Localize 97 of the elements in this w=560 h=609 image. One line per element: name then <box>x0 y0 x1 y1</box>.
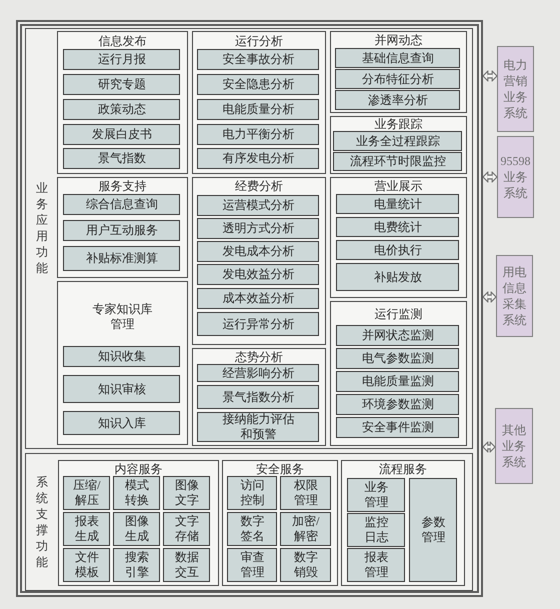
module-panel <box>58 460 219 586</box>
module-panel <box>330 30 467 113</box>
module-title: 态势分析 <box>234 350 283 365</box>
function-box: 知识审核 <box>63 375 180 404</box>
function-box: 用户互动服务 <box>63 220 180 242</box>
function-box: 发电成本分析 <box>197 241 320 262</box>
function-box: 政策动态 <box>63 99 180 120</box>
function-box: 安全隐患分析 <box>197 74 320 96</box>
module-title: 经费分析 <box>234 178 283 194</box>
external-system-box: 95598业务系统 <box>497 136 534 218</box>
module-title: 运行分析 <box>234 34 283 49</box>
module-title: 安全服务 <box>256 462 304 477</box>
function-box: 监控日志 <box>347 513 406 548</box>
module-title: 并网动态 <box>374 32 422 48</box>
function-box: 安全事件监测 <box>336 417 460 438</box>
function-box: 透明方式分析 <box>197 218 320 240</box>
function-box: 数字签名 <box>227 512 278 546</box>
function-box: 图像文字 <box>163 476 210 510</box>
function-box: 研究专题 <box>63 74 180 96</box>
module-panel <box>192 176 326 345</box>
module-title: 信息发布 <box>98 34 146 49</box>
function-box: 环境参数监测 <box>336 394 460 416</box>
section-label: 业务应用功能 <box>35 180 49 276</box>
function-box: 数字销毁 <box>280 548 332 582</box>
module-title: 专家知识库管理 <box>91 302 154 332</box>
function-box: 报表生成 <box>63 512 110 546</box>
function-box: 访问控制 <box>227 476 278 510</box>
function-box: 业务管理 <box>347 478 406 512</box>
module-panel <box>56 280 188 445</box>
module-title: 服务支持 <box>98 178 146 194</box>
module-panel <box>192 348 326 446</box>
function-box: 并网状态监测 <box>336 325 460 346</box>
module-panel <box>192 30 326 174</box>
function-box: 接纳能力评估和预警 <box>197 412 320 442</box>
module-panel <box>340 460 465 586</box>
function-box: 发展白皮书 <box>63 124 180 146</box>
function-box: 发电效益分析 <box>197 264 320 286</box>
function-box: 电费统计 <box>336 217 460 238</box>
function-box: 电力平衡分析 <box>197 124 320 146</box>
function-box: 业务全过程跟踪 <box>333 131 462 152</box>
double-arrow <box>482 172 498 182</box>
module-panel <box>330 176 467 298</box>
module-panel <box>56 176 188 278</box>
function-box: 流程环节时限监控 <box>333 152 462 172</box>
function-box: 有序发电分析 <box>197 148 320 170</box>
function-box: 知识收集 <box>63 346 180 368</box>
function-box: 基础信息查询 <box>335 48 460 68</box>
function-box: 压缩/解压 <box>63 476 110 510</box>
double-arrow <box>482 292 497 302</box>
function-box: 经营影响分析 <box>197 364 320 382</box>
module-title: 营业展示 <box>374 178 422 194</box>
module-panel <box>330 300 467 446</box>
external-system-box: 电力营销业务系统 <box>497 46 534 132</box>
function-box: 审查管理 <box>227 548 278 582</box>
section-panel <box>25 28 473 449</box>
module-title: 流程服务 <box>378 462 427 477</box>
module-title: 运行监测 <box>374 306 422 322</box>
module-title: 内容服务 <box>114 462 162 477</box>
section-panel <box>25 453 473 591</box>
function-box: 电气参数监测 <box>336 348 460 370</box>
module-panel <box>330 116 467 174</box>
section-label: 系统支撑功能 <box>35 474 49 570</box>
module-title: 业务跟踪 <box>374 116 422 132</box>
outer-frame <box>16 20 483 597</box>
function-box: 搜索引擎 <box>113 548 160 582</box>
module-panel <box>222 460 338 586</box>
external-system-box: 其他业务系统 <box>495 408 533 484</box>
function-box: 电能质量监测 <box>336 371 460 392</box>
function-box: 知识入库 <box>63 411 180 436</box>
function-box: 渗透率分析 <box>335 90 460 110</box>
function-box: 参数管理 <box>409 478 458 582</box>
module-panel <box>56 30 188 174</box>
function-box: 运行异常分析 <box>197 312 320 336</box>
function-box: 成本效益分析 <box>197 288 320 310</box>
double-arrow <box>482 442 496 452</box>
function-box: 运行月报 <box>63 49 180 70</box>
function-box: 电量统计 <box>336 194 460 214</box>
function-box: 加密/解密 <box>280 512 332 546</box>
function-box: 文件模板 <box>63 548 110 582</box>
function-box: 分布特征分析 <box>335 69 460 90</box>
function-box: 补贴发放 <box>336 263 460 292</box>
function-box: 景气指数分析 <box>197 385 320 410</box>
function-box: 运营模式分析 <box>197 195 320 216</box>
function-box: 权限管理 <box>280 476 332 510</box>
double-arrow <box>482 70 498 82</box>
function-box: 安全事故分析 <box>197 49 320 70</box>
function-box: 报表管理 <box>347 548 406 582</box>
function-box: 电价执行 <box>336 240 460 260</box>
function-box: 数据交互 <box>163 548 210 582</box>
external-system-box: 用电信息采集系统 <box>496 255 533 337</box>
function-box: 补贴标准测算 <box>63 246 180 272</box>
function-box: 模式转换 <box>113 476 160 510</box>
function-box: 文字存储 <box>163 512 210 546</box>
function-box: 景气指数 <box>63 148 180 170</box>
function-box: 综合信息查询 <box>63 194 180 216</box>
function-box: 图像生成 <box>113 512 160 546</box>
function-box: 电能质量分析 <box>197 99 320 120</box>
